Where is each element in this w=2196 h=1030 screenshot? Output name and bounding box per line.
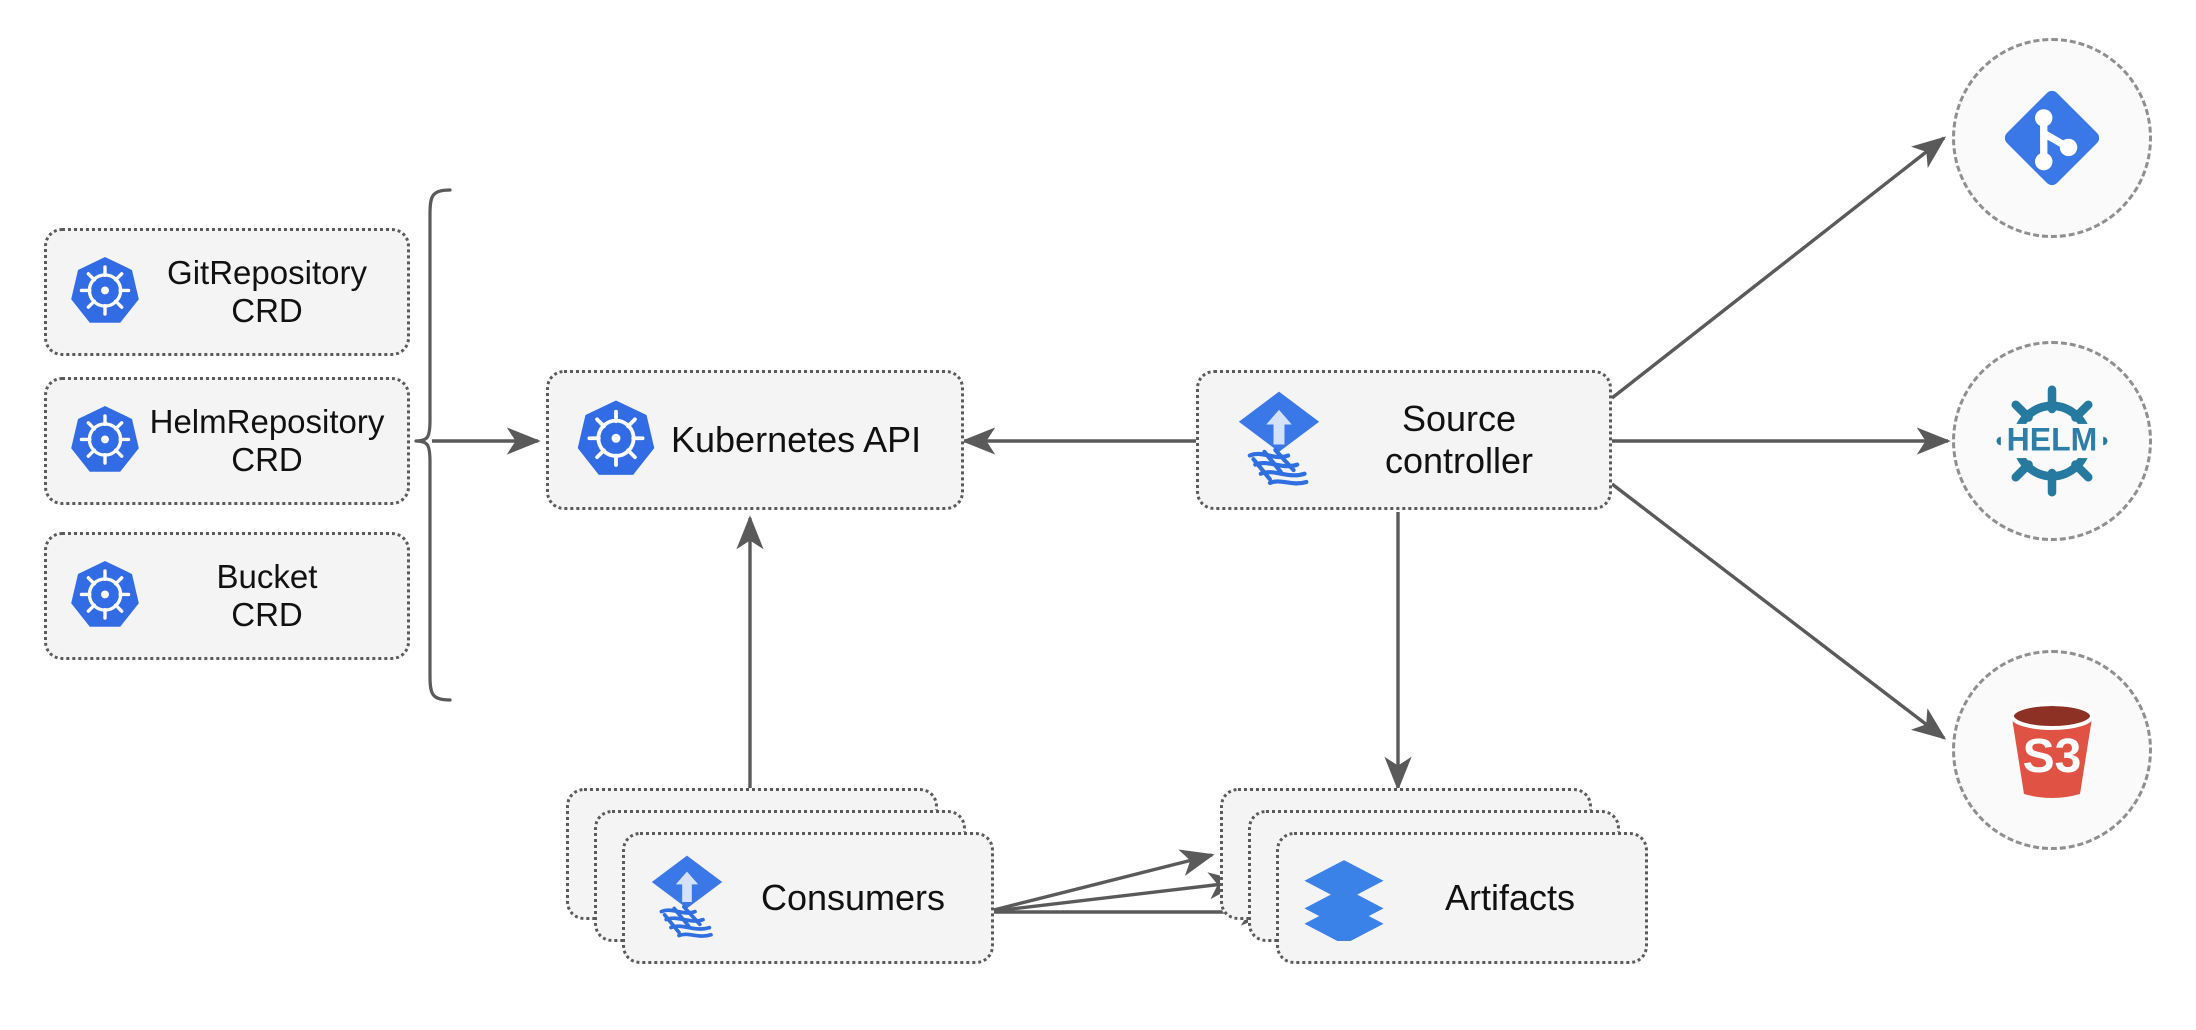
source-controller-node[interactable]: Source controller: [1196, 370, 1612, 510]
edge-consumers-to-artifacts-2: [985, 872, 1243, 914]
crd-node-helmrepository[interactable]: HelmRepository CRD: [44, 377, 410, 505]
consumers-label: Consumers: [760, 877, 946, 918]
flux-icon: [1233, 388, 1325, 492]
s3-label: S3: [2023, 730, 2082, 783]
kubernetes-icon: [573, 397, 659, 483]
source-controller-label: Source controller: [1384, 398, 1534, 481]
artifacts-label: Artifacts: [1444, 877, 1576, 918]
artifacts-card-front[interactable]: Artifacts: [1276, 832, 1648, 964]
helm-icon: HELM: [1988, 377, 2116, 505]
external-source-helm[interactable]: HELM: [1952, 341, 2152, 541]
edge-controller-to-git: [1610, 136, 1947, 400]
crd-label: HelmRepository CRD: [149, 402, 385, 478]
kubernetes-icon: [67, 403, 143, 479]
crd-group-bracket: [414, 188, 452, 702]
kubernetes-icon: [67, 558, 143, 634]
edge-controller-to-s3: [1610, 482, 1947, 740]
crd-label: GitRepository CRD: [167, 253, 367, 329]
flux-icon: [647, 852, 727, 944]
external-source-git[interactable]: [1952, 38, 2152, 238]
external-source-s3[interactable]: S3: [1952, 650, 2152, 850]
git-icon: [1993, 79, 2111, 197]
crd-node-bucket[interactable]: Bucket CRD: [44, 532, 410, 660]
helm-label: HELM: [2007, 422, 2098, 458]
kubernetes-api-node[interactable]: Kubernetes API: [546, 370, 964, 510]
layers-icon: [1301, 855, 1387, 941]
consumers-card-front[interactable]: Consumers: [622, 832, 994, 964]
crd-node-gitrepository[interactable]: GitRepository CRD: [44, 228, 410, 356]
edge-consumers-to-artifacts-1: [985, 849, 1215, 914]
kubernetes-api-label: Kubernetes API: [671, 419, 922, 461]
crd-label: Bucket CRD: [216, 557, 318, 633]
s3-icon: S3: [1992, 690, 2112, 810]
kubernetes-icon: [67, 254, 143, 330]
